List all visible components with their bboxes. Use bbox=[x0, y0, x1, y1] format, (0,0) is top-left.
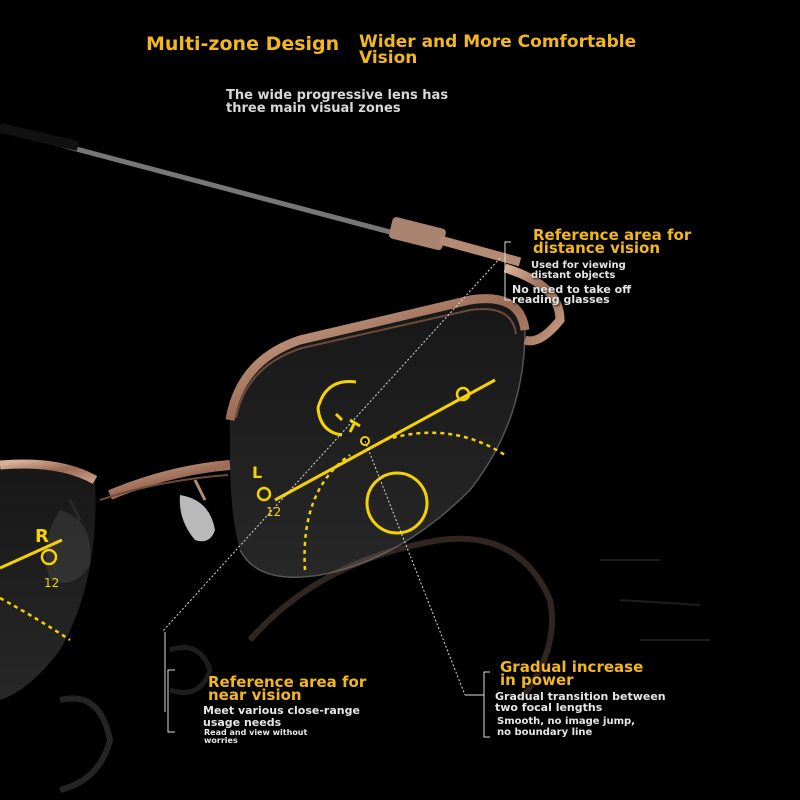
right-lens-letter: R bbox=[35, 526, 49, 547]
right-lens-diagram bbox=[0, 538, 71, 642]
near-description-1: Meet various close-range usage needs bbox=[203, 704, 360, 729]
right-lens bbox=[0, 459, 98, 700]
distance-reference-circle bbox=[455, 386, 471, 402]
gradual-description-1: Gradual transition between two focal len… bbox=[495, 690, 666, 714]
hinge bbox=[503, 263, 565, 346]
reflection bbox=[59, 535, 710, 793]
near-description-2: Read and view without worries bbox=[204, 728, 308, 745]
distance-description-1: Used for viewing distant objects bbox=[531, 260, 626, 281]
gradual-description-2: Smooth, no image jump, no boundary line bbox=[497, 716, 635, 738]
near-heading: Reference area for near vision bbox=[208, 673, 367, 704]
progressive-lens-diagram bbox=[256, 378, 506, 571]
callout-lines bbox=[161, 257, 501, 696]
left-lens-number: 12 bbox=[266, 505, 281, 519]
left-lens-letter: L bbox=[252, 463, 262, 482]
callout-brackets bbox=[164, 241, 511, 738]
temple-arm bbox=[0, 123, 522, 267]
distance-heading: Reference area for distance vision bbox=[533, 226, 692, 257]
right-lens-number: 12 bbox=[44, 576, 59, 590]
gradual-heading: Gradual increase in power bbox=[500, 658, 644, 689]
distance-description-2: No need to take off reading glasses bbox=[512, 283, 632, 306]
page-title-right: Wider and More Comfortable Vision bbox=[359, 32, 637, 68]
page-title-left: Multi-zone Design bbox=[146, 33, 340, 55]
left-lens bbox=[225, 294, 530, 578]
intro-text: The wide progressive lens has three main… bbox=[226, 88, 449, 116]
near-reference-circle bbox=[256, 486, 272, 502]
bridge bbox=[99, 460, 231, 501]
